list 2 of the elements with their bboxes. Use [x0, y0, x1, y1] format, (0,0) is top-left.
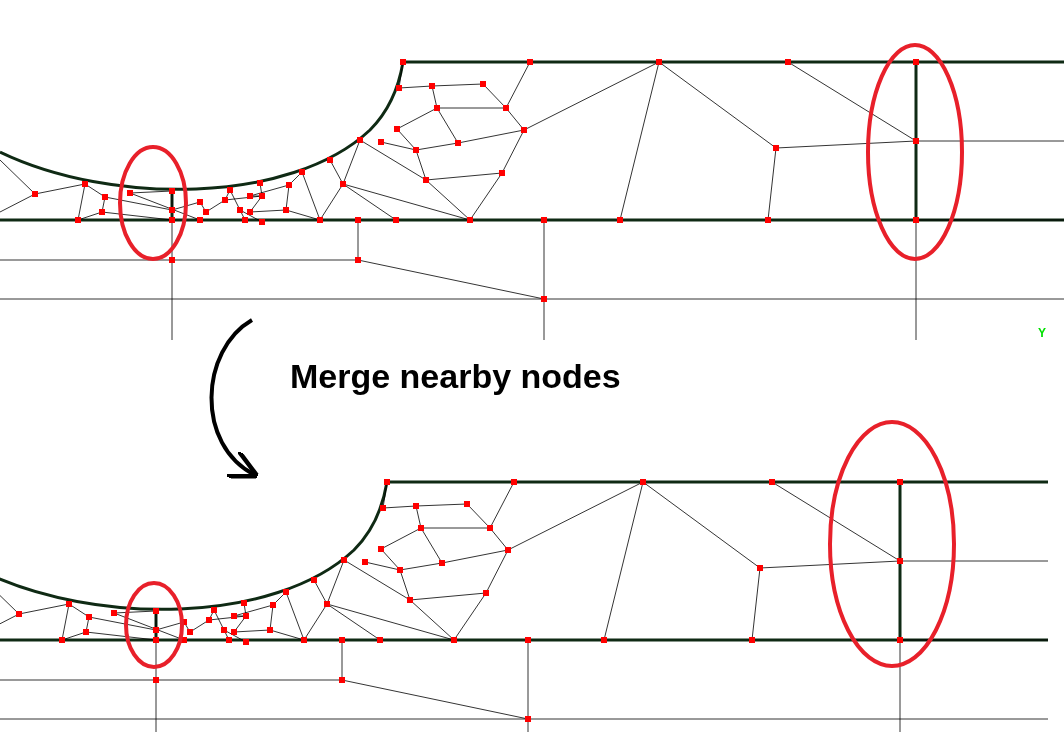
curved-arrow: [209, 318, 260, 479]
axis-label: Y: [1038, 326, 1046, 340]
